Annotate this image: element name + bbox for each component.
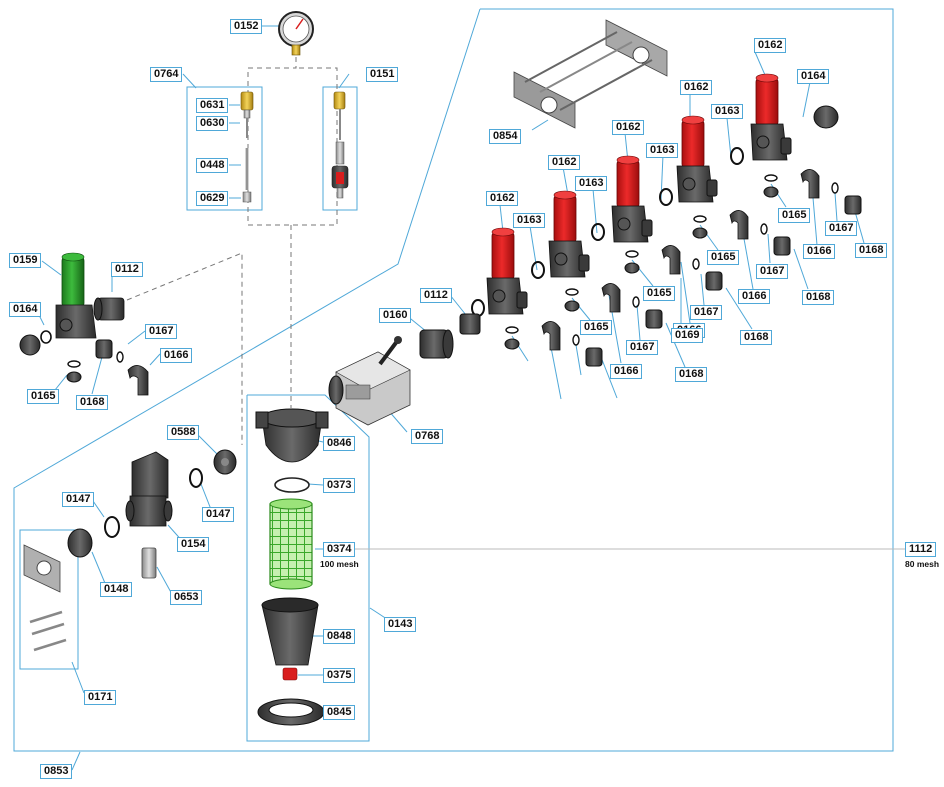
filter-outline-0143 [246, 394, 370, 742]
callout-0163d: 0163 [513, 213, 546, 228]
callout-1112: 1112 [905, 542, 937, 557]
callout-0588: 0588 [167, 425, 200, 440]
callout-0630: 0630 [196, 116, 229, 131]
callout-0147b: 0147 [202, 507, 235, 522]
fitting-set-3 [591, 223, 723, 291]
callout-0845: 0845 [323, 705, 356, 720]
callout-0373: 0373 [323, 478, 356, 493]
callout-0164a: 0164 [9, 302, 42, 317]
callout-0167b: 0167 [825, 221, 858, 236]
callout-0163c: 0163 [575, 176, 608, 191]
callout-0112b: 0112 [420, 288, 452, 303]
callout-0846: 0846 [323, 436, 356, 451]
callout-0167d: 0167 [690, 305, 723, 320]
bracket-kit-parts [23, 544, 67, 652]
assembly-outline-0853 [13, 8, 894, 752]
callout-0163a: 0163 [711, 104, 744, 119]
fitting-set-1 [730, 147, 862, 215]
callout-0165b: 0165 [778, 208, 811, 223]
callout-0168e: 0168 [675, 367, 708, 382]
callout-0448: 0448 [196, 158, 229, 173]
callout-0374: 0374 [323, 542, 356, 557]
callout-0167e: 0167 [626, 340, 659, 355]
callout-0163b: 0163 [646, 143, 679, 158]
callout-0162b: 0162 [680, 80, 713, 95]
callout-0160: 0160 [379, 308, 412, 323]
relief-valve-2 [676, 115, 718, 203]
control-unit-0768 [328, 336, 411, 426]
relief-valve-row [486, 73, 839, 315]
callout-0165d: 0165 [643, 286, 676, 301]
relief-valve-3 [611, 155, 653, 243]
gauge-kit-parts [240, 91, 254, 203]
pressure-gauge-part [278, 11, 314, 56]
relief-valve-4 [548, 190, 590, 278]
callout-0165a: 0165 [27, 389, 60, 404]
callout-0168c: 0168 [802, 290, 835, 305]
callout-0653: 0653 [170, 590, 203, 605]
callout-0165e: 0165 [580, 320, 613, 335]
callout-0169: 0169 [671, 328, 704, 343]
end-cap-right [813, 105, 839, 129]
coupling-parts [419, 313, 481, 359]
callout-0629: 0629 [196, 191, 229, 206]
callout-0768: 0768 [411, 429, 444, 444]
mesh-80-note: 80 mesh [905, 559, 940, 569]
callout-0112a: 0112 [111, 262, 143, 277]
fittings-row [471, 147, 862, 367]
fitting-set-2 [659, 188, 791, 256]
callout-0162d: 0162 [548, 155, 581, 170]
callout-0171: 0171 [84, 690, 117, 705]
callout-0165c: 0165 [707, 250, 740, 265]
callout-0159: 0159 [9, 253, 42, 268]
left-lower-parts [67, 449, 237, 579]
mesh-100-note: 100 mesh [320, 559, 359, 569]
relief-valve-1 [750, 73, 792, 161]
dashed-guides [126, 57, 338, 445]
callout-0151: 0151 [366, 67, 399, 82]
left-valve-assembly [19, 252, 149, 396]
bracket-kit-box-0171 [19, 529, 79, 670]
callout-0848: 0848 [323, 629, 356, 644]
callout-0162e: 0162 [486, 191, 519, 206]
callout-0168b: 0168 [855, 243, 888, 258]
callout-0148: 0148 [100, 582, 133, 597]
callout-0162a: 0162 [754, 38, 787, 53]
callout-0143: 0143 [384, 617, 417, 632]
gauge-kit-box-0764 [186, 86, 263, 211]
callout-0854: 0854 [489, 129, 522, 144]
callout-0166a: 0166 [160, 348, 193, 363]
callout-0168d: 0168 [740, 330, 773, 345]
callout-0162c: 0162 [612, 120, 645, 135]
callout-0375: 0375 [323, 668, 356, 683]
leader-lines [37, 25, 865, 771]
callout-0631: 0631 [196, 98, 229, 113]
filter-components [255, 408, 329, 726]
fitting-set-4 [531, 261, 663, 329]
callout-0152: 0152 [230, 19, 263, 34]
callout-0166b: 0166 [803, 244, 836, 259]
callout-0154: 0154 [177, 537, 210, 552]
callout-0764: 0764 [150, 67, 183, 82]
callout-0167c: 0167 [756, 264, 789, 279]
callout-0167a: 0167 [145, 324, 178, 339]
callout-0853: 0853 [40, 764, 73, 779]
fitting-set-5 [471, 299, 603, 367]
callout-0147a: 0147 [62, 492, 95, 507]
callout-0164b: 0164 [797, 69, 830, 84]
gauge-kit-0151-parts [331, 91, 349, 199]
callout-0166c: 0166 [738, 289, 771, 304]
mounting-bracket-0854 [513, 19, 668, 129]
relief-valve-5 [486, 227, 528, 315]
callout-0168a: 0168 [76, 395, 109, 410]
callout-0166e: 0166 [610, 364, 643, 379]
